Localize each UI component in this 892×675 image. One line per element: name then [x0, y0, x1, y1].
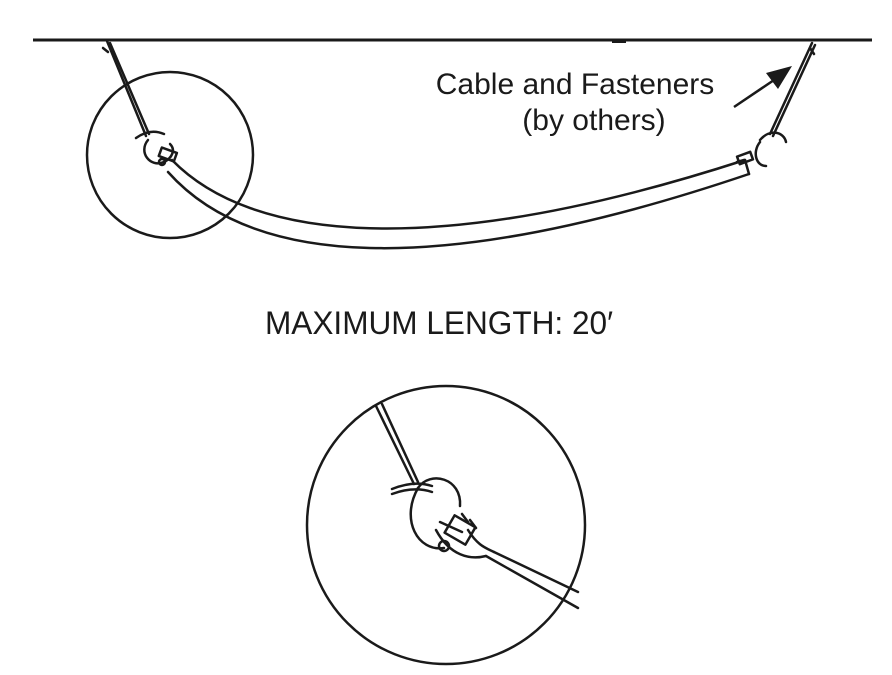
left-cable-assembly [101, 39, 179, 167]
fixture-body [166, 158, 751, 250]
callout-label-line2: (by others) [522, 104, 665, 137]
detail-view-circle [305, 384, 587, 666]
ceiling-mark [612, 40, 626, 43]
right-cable-assembly [735, 41, 817, 168]
detail-view-hardware [374, 402, 580, 610]
detail-callout-circle [85, 70, 255, 240]
max-length-label: MAXIMUM LENGTH: 20′ [265, 305, 613, 341]
callout-label-line1: Cable and Fasteners [436, 68, 715, 101]
leader-arrow [733, 66, 792, 109]
